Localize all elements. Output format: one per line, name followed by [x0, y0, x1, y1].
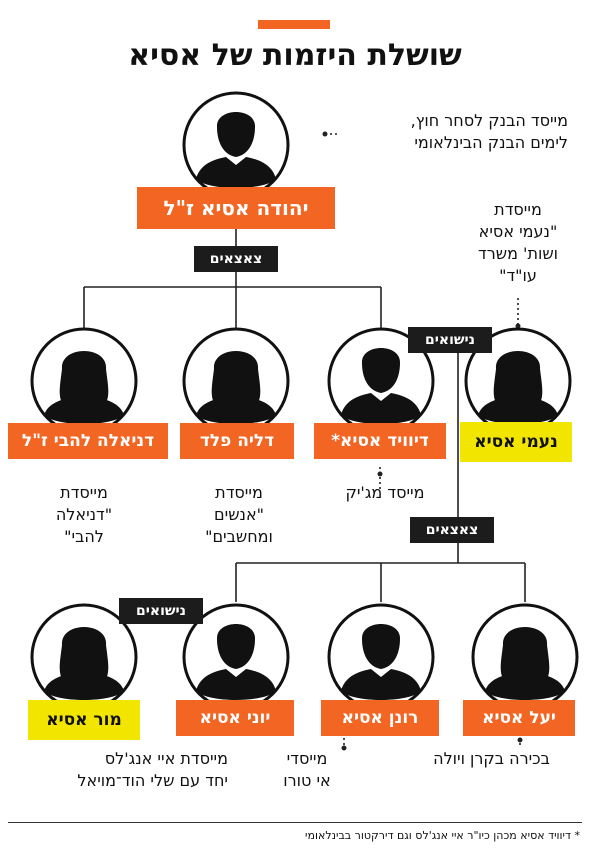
person-silhouette-female-icon [471, 603, 579, 711]
name-daniela: דניאלה להבי ז"ל [8, 423, 168, 459]
person-silhouette-male-icon [182, 91, 290, 199]
footnote: * דיוויד אסיא מכהן כיו"ר איי אנג'לס וגם … [305, 829, 580, 842]
person-silhouette-male-icon [327, 603, 435, 711]
name-mor: מור אסיא [28, 700, 140, 740]
footer-divider [8, 822, 582, 823]
desc-dalia: מייסדת "אנשים ומחשבים" [205, 483, 273, 546]
desc-ronen: מייסדי אי טורו [283, 749, 331, 790]
desc-naomi: מייסדת "נעמי אסיא ושות' משרד עו"ד" [477, 200, 559, 285]
name-yael: יעל אסיא [463, 700, 575, 736]
desc-yael: בכירה בקרן ויולה [433, 749, 550, 768]
name-naomi: נעמי אסיא [460, 422, 572, 462]
tag-married-bottom: נישואים [119, 598, 203, 624]
name-dalia: דליה פלד [180, 423, 294, 459]
name-yoni: יוני אסיא [176, 700, 294, 736]
desc-david: מייסד מג'יק [345, 483, 425, 502]
name-ronen: רונן אסיא [321, 700, 439, 736]
name-yehuda: יהודה אסיא ז"ל [137, 187, 335, 229]
page-title: שושלת היזמות של אסיא [128, 38, 462, 73]
desc-mor: מייסדת איי אנג'לס יחד עם שלי הוד־מויאל [77, 749, 228, 790]
accent-bar [258, 20, 330, 29]
desc-yehuda: מייסד הבנק לסחר חוץ, לימים הבנק הבינלאומ… [410, 111, 568, 152]
name-david: דיוויד אסיא* [314, 423, 446, 459]
person-silhouette-female-icon [30, 327, 138, 435]
tag-children-top: צאצאים [194, 246, 278, 272]
desc-daniela: מייסדת "דניאלה להבי" [55, 483, 113, 546]
tag-married-top: נישואים [408, 327, 492, 353]
person-silhouette-female-icon [182, 327, 290, 435]
tag-children-bottom: צאצאים [410, 517, 494, 543]
